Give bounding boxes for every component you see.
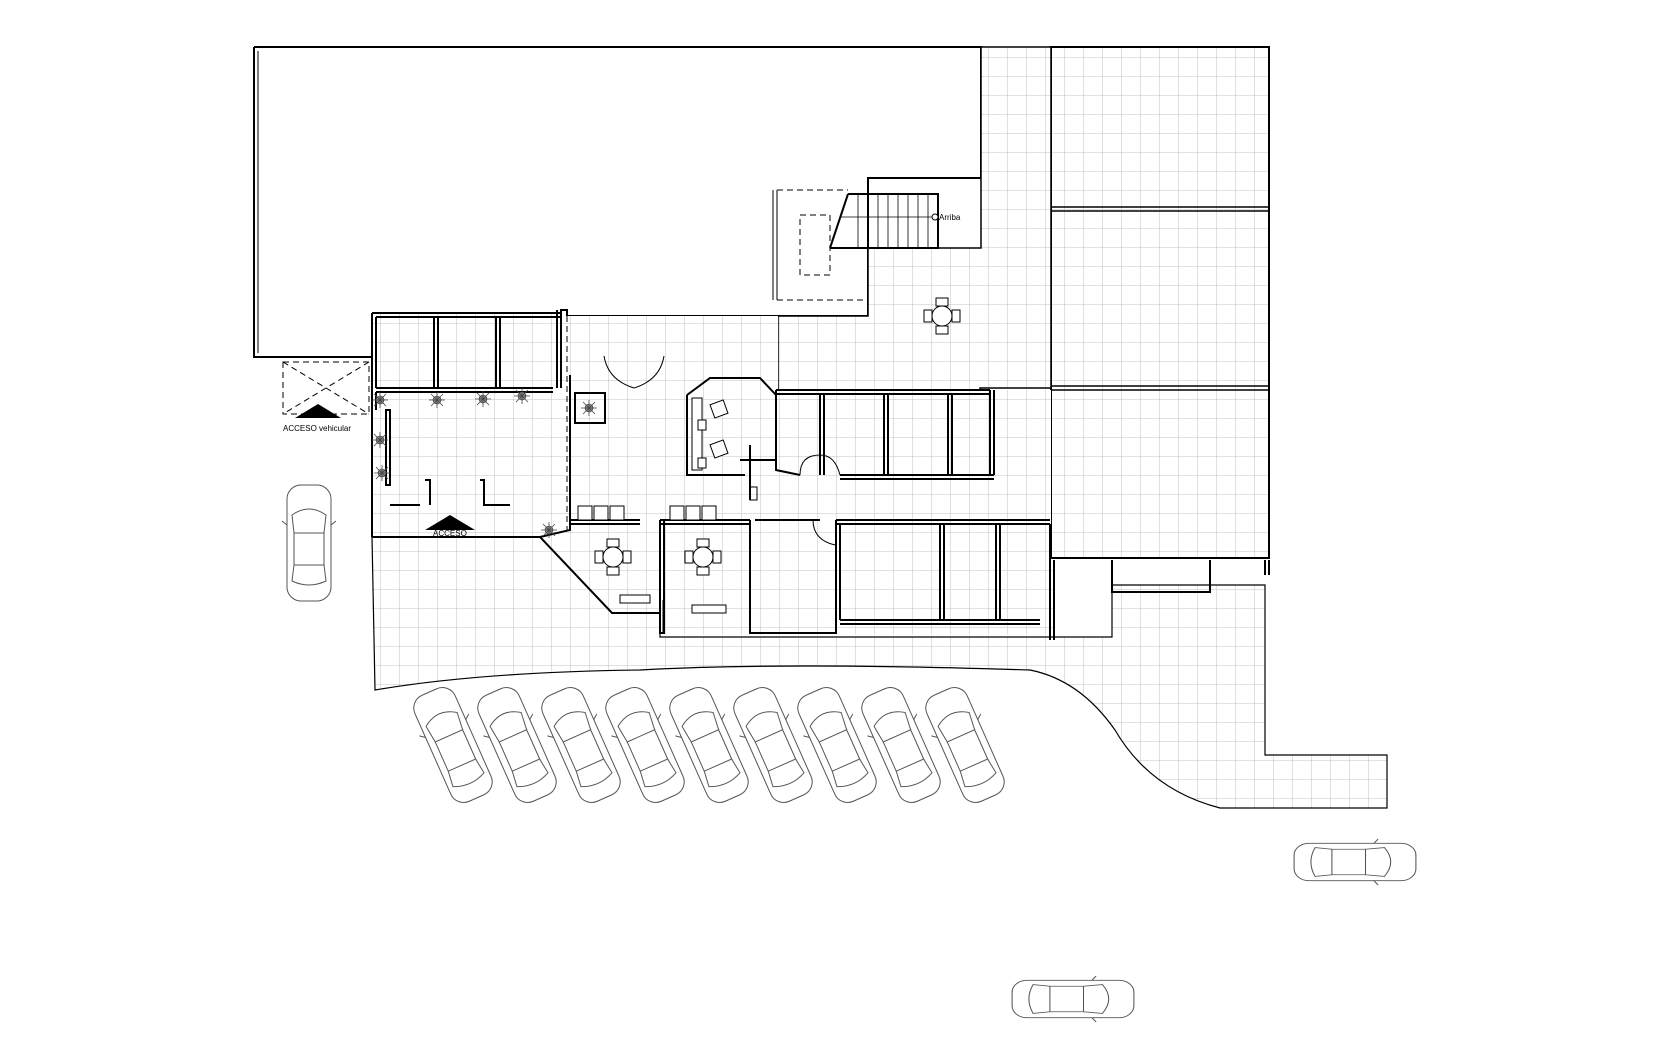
- stairs: Arriba: [772, 189, 961, 301]
- waiting-chairs: [577, 505, 717, 521]
- tiled-terrace-right: [1050, 46, 1270, 559]
- doors: [603, 355, 841, 632]
- office-furniture: [691, 397, 729, 471]
- round-tables: [594, 297, 961, 614]
- main-access-label: ACCESO: [433, 529, 467, 538]
- tiled-terrace-upper: [777, 46, 1052, 391]
- main-access: ACCESO: [425, 515, 475, 538]
- vehicle-access-arrow-icon: [295, 404, 341, 418]
- stair-up-label: Arriba: [939, 213, 961, 222]
- vehicle-access-label: ACCESO vehicular: [283, 424, 351, 433]
- vehicle-access: ACCESO vehicular: [282, 361, 370, 433]
- parking-row: [404, 680, 1014, 810]
- tiled-walkway: [371, 536, 1388, 809]
- main-access-arrow-icon: [425, 515, 475, 530]
- building-walls: [371, 310, 1270, 640]
